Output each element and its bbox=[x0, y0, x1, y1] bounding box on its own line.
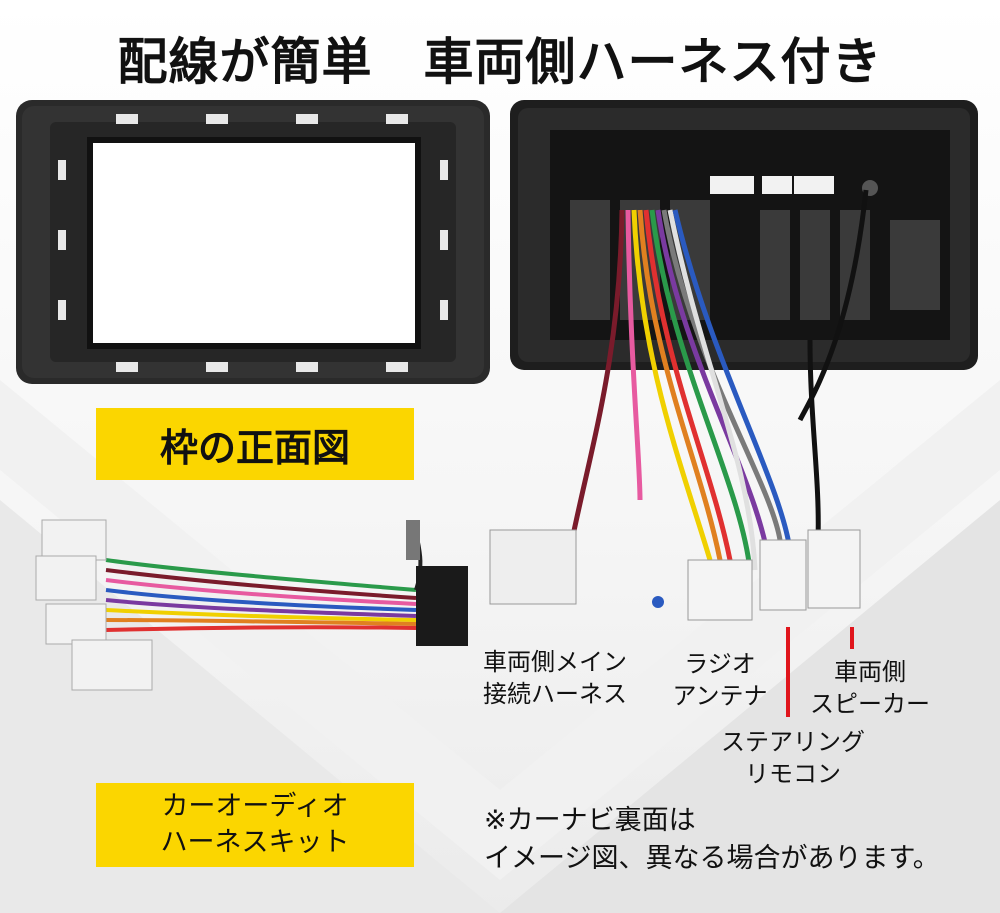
disclaimer-note: ※カーナビ裏面は イメージ図、異なる場合があります。 bbox=[484, 802, 940, 878]
callout-steering-remote-line1: ステアリング bbox=[721, 728, 865, 756]
harness-kit-label-line1: カーオーディオ bbox=[161, 791, 349, 822]
harness-kit-label-line2: ハーネスキット bbox=[160, 827, 350, 858]
frame-front-label: 枠の正面図 bbox=[96, 408, 414, 480]
callout-vehicle-speaker: 車両側 スピーカー bbox=[800, 656, 940, 720]
head-unit-back-image bbox=[489, 100, 978, 621]
callout-vehicle-speaker-line2: スピーカー bbox=[810, 690, 930, 718]
frame-front-image bbox=[16, 100, 490, 384]
harness-kit-image bbox=[35, 519, 468, 691]
page-title: 配線が簡単 車両側ハーネス付き bbox=[117, 33, 883, 91]
callout-main-harness: 車両側メイン 接続ハーネス bbox=[470, 646, 640, 710]
callout-vehicle-speaker-line1: 車両側 bbox=[834, 658, 906, 686]
disclaimer-note-line2: イメージ図、異なる場合があります。 bbox=[484, 843, 940, 874]
harness-kit-label: カーオーディオ ハーネスキット bbox=[96, 783, 414, 867]
callout-main-harness-line2: 接続ハーネス bbox=[483, 680, 627, 708]
callout-line-speaker bbox=[850, 627, 854, 649]
callout-main-harness-line1: 車両側メイン bbox=[483, 648, 627, 676]
disclaimer-note-line1: ※カーナビ裏面は bbox=[484, 805, 696, 836]
callout-steering-remote-line2: リモコン bbox=[745, 760, 841, 788]
callout-radio-antenna: ラジオ アンテナ bbox=[660, 648, 780, 712]
callout-radio-antenna-line2: アンテナ bbox=[672, 682, 768, 710]
callout-radio-antenna-line1: ラジオ bbox=[684, 650, 756, 678]
callout-steering-remote: ステアリング リモコン bbox=[718, 726, 868, 790]
callout-line-steering bbox=[786, 627, 790, 717]
